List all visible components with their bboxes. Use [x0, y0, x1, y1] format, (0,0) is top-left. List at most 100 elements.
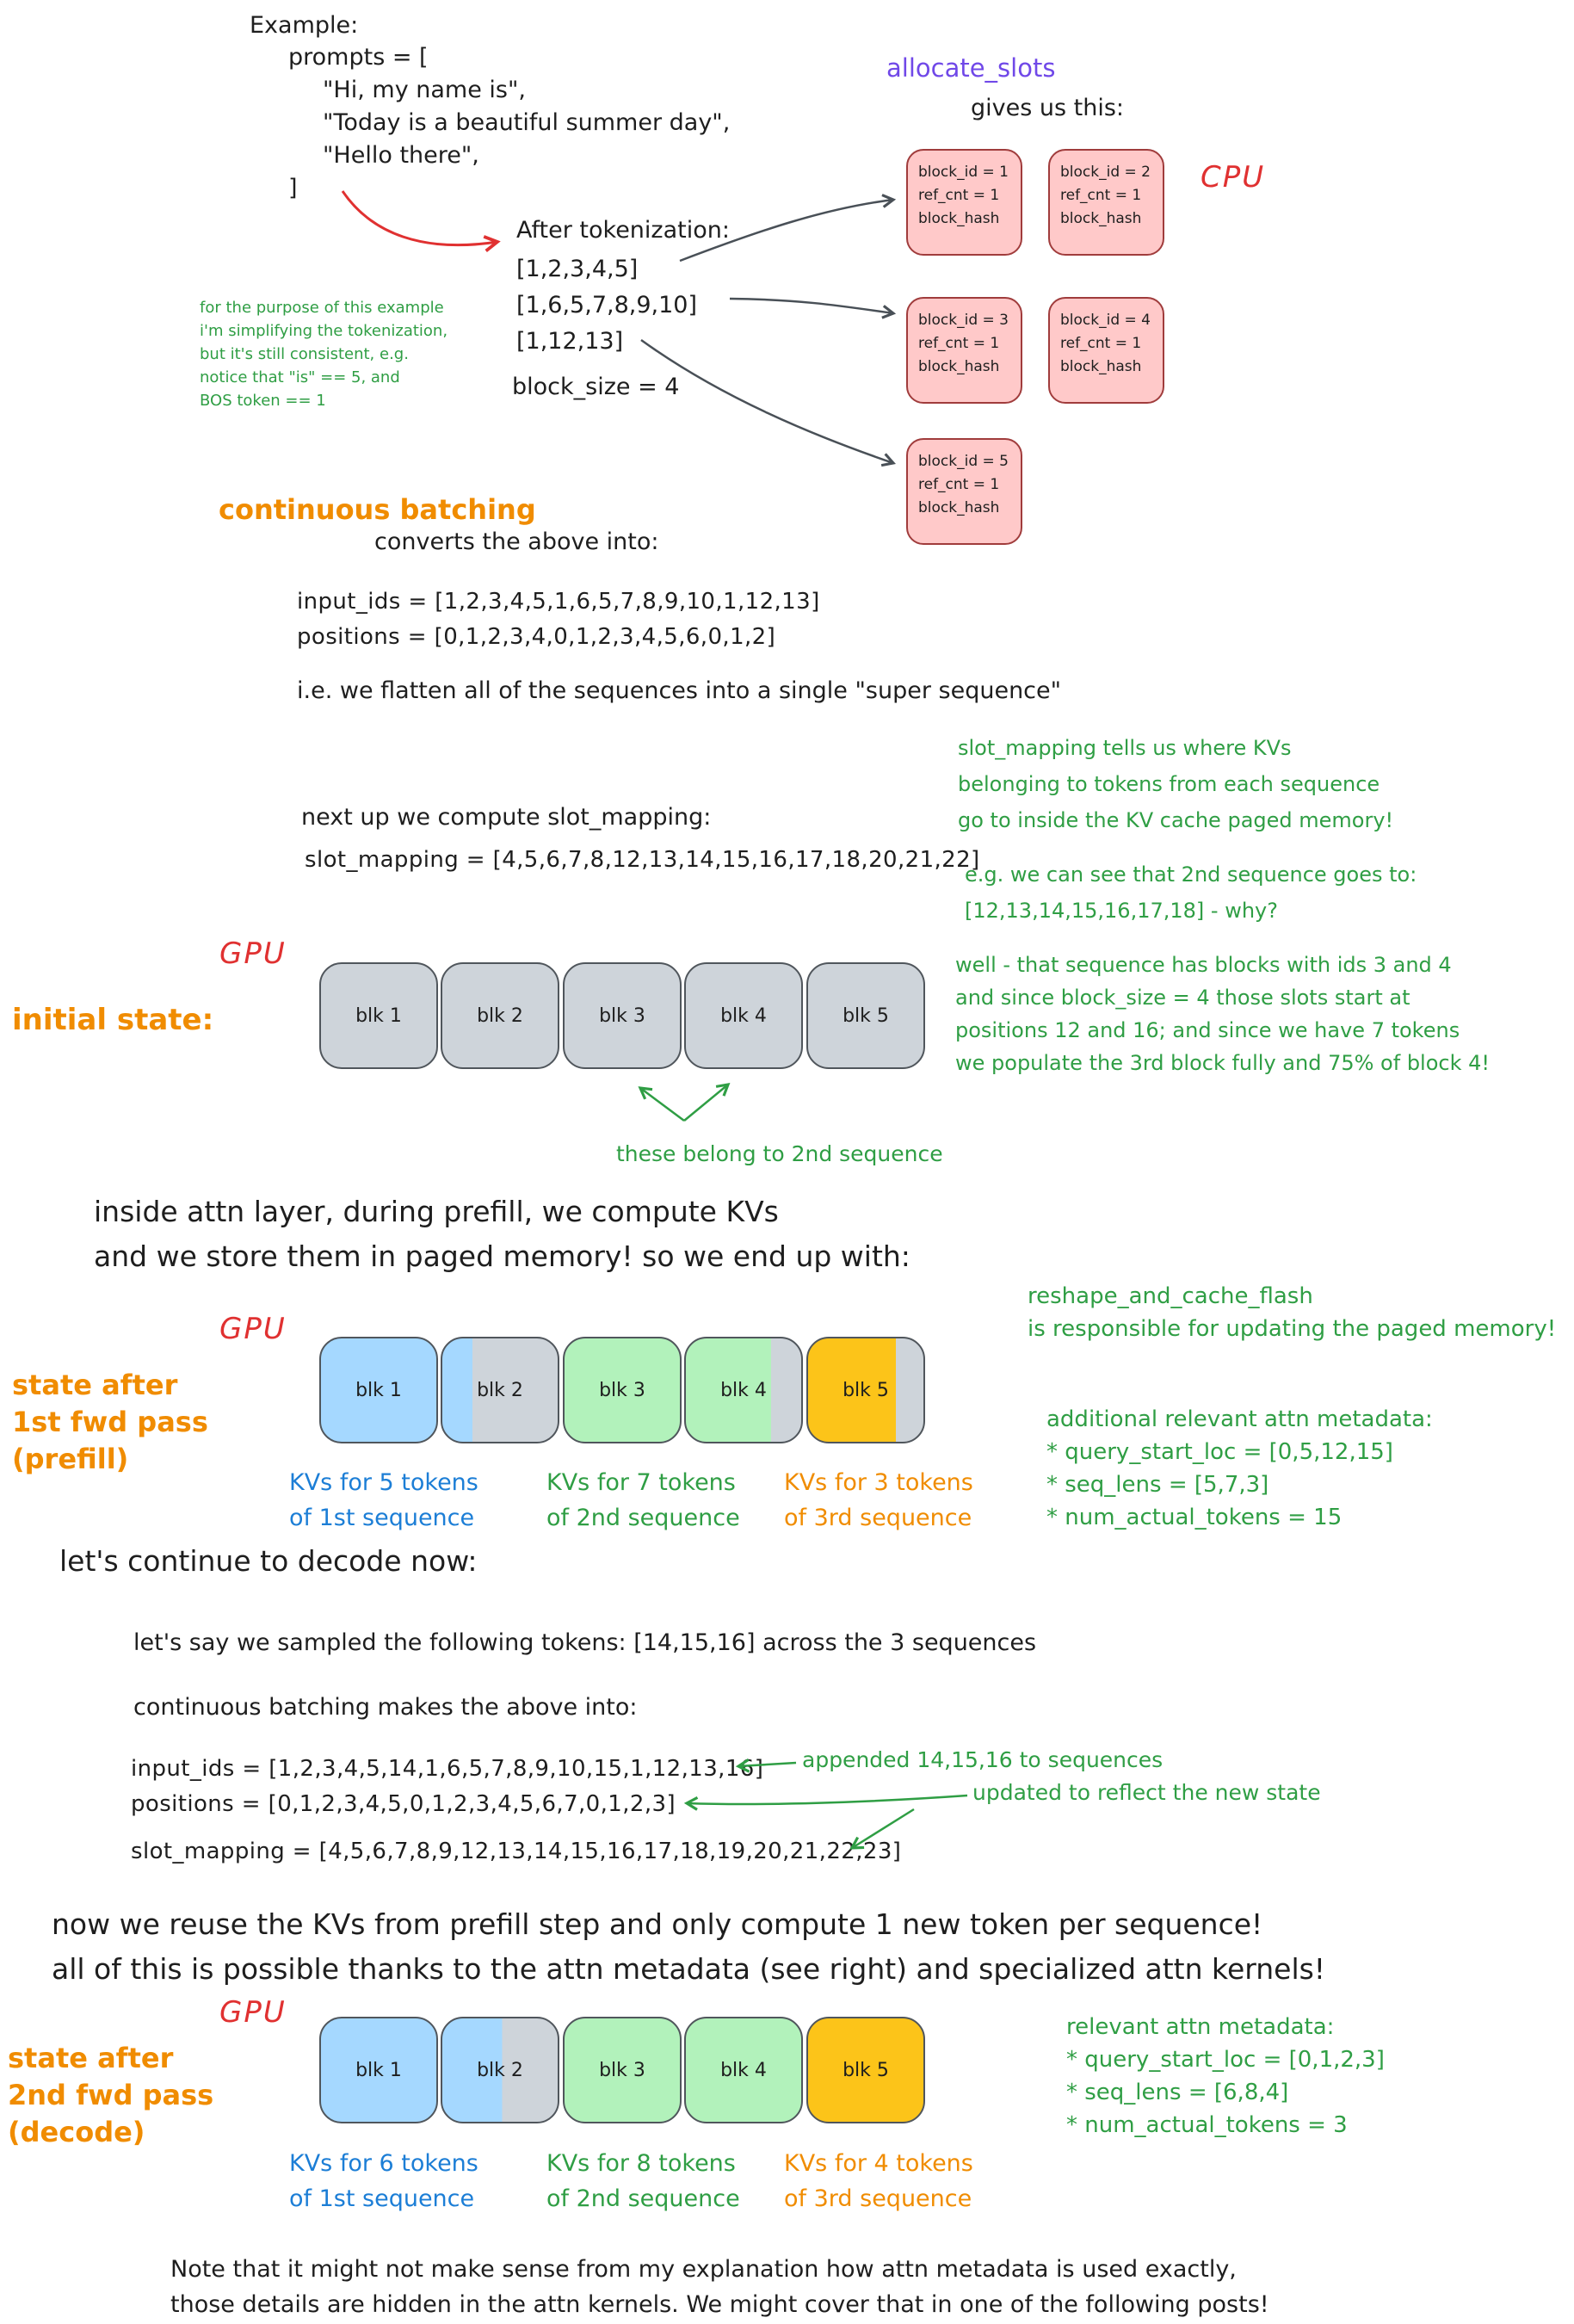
reuse-line-2: all of this is possible thanks to the at… — [52, 1952, 1326, 1986]
footer-note-2: those details are hidden in the attn ker… — [170, 2291, 1269, 2318]
block-id: block_id = 4 — [1060, 312, 1151, 329]
block-id: block_id = 3 — [918, 312, 1009, 329]
slot-mapping-code: slot_mapping = [4,5,6,7,8,12,13,14,15,16… — [305, 847, 980, 873]
block-id: block_id = 1 — [918, 164, 1009, 181]
blk-label: blk 3 — [599, 1379, 645, 1401]
prompts-line: "Hi, my name is", — [323, 77, 526, 103]
decode-legend-seq2: KVs for 8 tokens of 2nd sequence — [546, 2150, 740, 2212]
blk-label: blk 4 — [720, 2059, 767, 2081]
prompts-line: ] — [288, 175, 298, 201]
prompts-line: "Hello there", — [323, 142, 479, 169]
appended-note: appended 14,15,16 to sequences — [802, 1747, 1164, 1772]
decode-slot-mapping: slot_mapping = [4,5,6,7,8,9,12,13,14,15,… — [131, 1839, 902, 1864]
prompts-line: "Today is a beautiful summer day", — [323, 109, 731, 136]
prefill-intro-2: and we store them in paged memory! so we… — [94, 1239, 910, 1273]
decode-state-label: state after 2nd fwd pass (decode) — [8, 2042, 214, 2148]
blk-label: blk 1 — [355, 2059, 402, 2081]
initial-state-title: initial state: — [12, 1003, 214, 1037]
updated-note-arrow — [683, 1794, 968, 1811]
block-id: block_id = 2 — [1060, 164, 1151, 181]
gpu-block-decode-4: blk 4 — [684, 2017, 803, 2123]
cpu-block-3: block_id = 3 ref_cnt = 1 block_hash — [906, 297, 1022, 404]
updated-note: updated to reflect the new state — [972, 1780, 1321, 1805]
ref-cnt: ref_cnt = 1 — [918, 335, 1000, 352]
cpu-block-4: block_id = 4 ref_cnt = 1 block_hash — [1048, 297, 1164, 404]
reuse-line-1: now we reuse the KVs from prefill step a… — [52, 1907, 1263, 1941]
tokenization-title: After tokenization: — [516, 217, 730, 244]
gpu-block-prefill-3: blk 3 — [563, 1337, 682, 1443]
second-sequence-arrow-left — [638, 1086, 685, 1122]
prefill-intro-1: inside attn layer, during prefill, we co… — [94, 1195, 779, 1228]
initial-state-note: well - that sequence has blocks with ids… — [955, 953, 1491, 1075]
blk-label: blk 2 — [477, 1004, 523, 1027]
gpu-block-initial-5: blk 5 — [806, 962, 925, 1069]
prefill-legend-seq1: KVs for 5 tokens of 1st sequence — [289, 1469, 478, 1531]
example-title: Example: — [250, 12, 359, 39]
decode-title: let's continue to decode now: — [59, 1544, 478, 1578]
footer-note-1: Note that it might not make sense from m… — [170, 2256, 1237, 2283]
block-id: block_id = 5 — [918, 453, 1009, 470]
positions-code: positions = [0,1,2,3,4,0,1,2,3,4,5,6,0,1… — [297, 624, 776, 650]
second-sequence-arrow-label: these belong to 2nd sequence — [616, 1141, 943, 1166]
decode-input-ids: input_ids = [1,2,3,4,5,14,1,6,5,7,8,9,10… — [131, 1756, 764, 1782]
allocate-subtitle: gives us this: — [971, 95, 1125, 121]
block-hash: block_hash — [918, 210, 1000, 227]
ref-cnt: ref_cnt = 1 — [1060, 187, 1142, 204]
blk-label: blk 2 — [477, 1379, 523, 1401]
cpu-label: CPU — [1201, 160, 1266, 195]
gpu-block-decode-3: blk 3 — [563, 2017, 682, 2123]
blk-label: blk 4 — [720, 1379, 767, 1401]
prefill-legend-seq3: KVs for 3 tokens of 3rd sequence — [784, 1469, 973, 1531]
blk-label: blk 2 — [477, 2059, 523, 2081]
slot-mapping-example-note: e.g. we can see that 2nd sequence goes t… — [965, 862, 1417, 923]
gpu-block-decode-2: blk 2 — [441, 2017, 559, 2123]
gpu-block-prefill-1: blk 1 — [319, 1337, 438, 1443]
continuous-batching-title: continuous batching — [219, 493, 536, 526]
ref-cnt: ref_cnt = 1 — [918, 476, 1000, 493]
gpu-block-prefill-4: blk 4 — [684, 1337, 803, 1443]
cpu-block-5: block_id = 5 ref_cnt = 1 block_hash — [906, 438, 1022, 545]
prefill-state-label: state after 1st fwd pass (prefill) — [12, 1369, 208, 1475]
token-list-1: [1,2,3,4,5] — [516, 256, 639, 282]
blk-label: blk 1 — [355, 1379, 402, 1401]
gpu-block-initial-1: blk 1 — [319, 962, 438, 1069]
tokens2-to-block-arrow — [729, 297, 897, 319]
decode-legend-seq1: KVs for 6 tokens of 1st sequence — [289, 2150, 478, 2212]
gpu-label-decode: GPU — [219, 1995, 287, 2030]
decode-sampled: let's say we sampled the following token… — [133, 1629, 1037, 1656]
block-hash: block_hash — [1060, 210, 1142, 227]
block-size-label: block_size = 4 — [512, 374, 680, 400]
prefill-attn-metadata: additional relevant attn metadata: * que… — [1046, 1406, 1433, 1530]
second-sequence-arrow-right — [683, 1082, 731, 1122]
gpu-block-initial-2: blk 2 — [441, 962, 559, 1069]
block-hash: block_hash — [918, 358, 1000, 375]
blk-label: blk 5 — [843, 2059, 889, 2081]
allocate-slots-label: allocate_slots — [886, 53, 1056, 83]
reshape-cache-note: reshape_and_cache_flash is responsible f… — [1028, 1283, 1557, 1342]
gpu-block-prefill-5: blk 5 — [806, 1337, 925, 1443]
blk-label: blk 5 — [843, 1004, 889, 1027]
slot-mapping-note: slot_mapping tells us where KVs belongin… — [958, 736, 1394, 832]
gpu-block-decode-5: blk 5 — [806, 2017, 925, 2123]
batching-subtitle: converts the above into: — [374, 528, 659, 555]
decode-legend-seq3: KVs for 4 tokens of 3rd sequence — [784, 2150, 973, 2212]
prefill-legend-seq2: KVs for 7 tokens of 2nd sequence — [546, 1469, 740, 1531]
flatten-note: i.e. we flatten all of the sequences int… — [297, 677, 1062, 704]
ref-cnt: ref_cnt = 1 — [1060, 335, 1142, 352]
tokenization-note: for the purpose of this example i'm simp… — [200, 299, 448, 410]
gpu-block-decode-1: blk 1 — [319, 2017, 438, 2123]
block-hash: block_hash — [1060, 358, 1142, 375]
token-list-2: [1,6,5,7,8,9,10] — [516, 292, 697, 318]
cpu-block-1: block_id = 1 ref_cnt = 1 block_hash — [906, 149, 1022, 256]
slot-mapping-intro: next up we compute slot_mapping: — [301, 804, 712, 831]
token-lists: [1,2,3,4,5] [1,6,5,7,8,9,10] [1,12,13] — [516, 251, 697, 360]
input-ids-code: input_ids = [1,2,3,4,5,1,6,5,7,8,9,10,1,… — [297, 589, 820, 615]
block-hash: block_hash — [918, 499, 1000, 516]
gpu-label-initial: GPU — [219, 936, 287, 971]
gpu-block-prefill-2: blk 2 — [441, 1337, 559, 1443]
decode-attn-metadata: relevant attn metadata: * query_start_lo… — [1066, 2014, 1385, 2138]
prompts-line: prompts = [ — [288, 44, 429, 71]
blk-label: blk 5 — [843, 1379, 889, 1401]
blk-label: blk 3 — [599, 2059, 645, 2081]
